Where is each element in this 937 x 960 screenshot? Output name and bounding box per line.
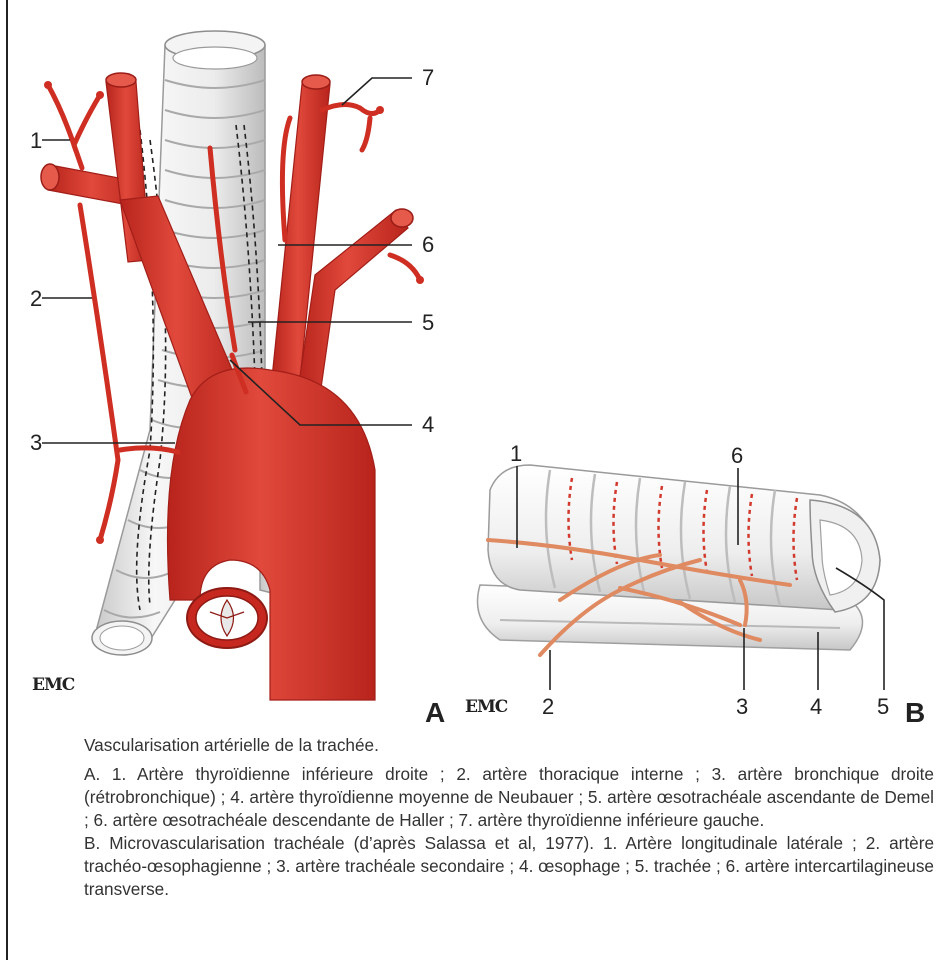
panel-b: 1 6 2 3 4 5 EMC B xyxy=(465,441,925,728)
label-b-4: 4 xyxy=(810,694,822,719)
trachea-vascularisation-figure: 1 2 3 4 5 6 7 EMC A xyxy=(0,0,937,730)
caption-title: Vascularisation artérielle de la trachée… xyxy=(84,734,934,757)
label-a-5: 5 xyxy=(422,310,434,335)
emc-logo-b: EMC xyxy=(465,697,508,717)
label-a-3: 3 xyxy=(30,430,42,455)
trachea-b xyxy=(488,465,880,612)
panel-a: 1 2 3 4 5 6 7 EMC A xyxy=(30,31,445,728)
label-b-3: 3 xyxy=(736,694,748,719)
label-a-2: 2 xyxy=(30,286,42,311)
panel-a-letter: A xyxy=(425,697,445,728)
label-a-4: 4 xyxy=(422,412,434,437)
figure-caption: Vascularisation artérielle de la trachée… xyxy=(84,734,934,901)
caption-panel-b: B. Microvascularisation trachéale (d’apr… xyxy=(84,832,934,901)
label-a-1: 1 xyxy=(30,128,42,153)
label-a-7: 7 xyxy=(422,65,434,90)
caption-panel-a: A. 1. Artère thyroïdienne inférieure dro… xyxy=(84,763,934,832)
panel-b-letter: B xyxy=(905,697,925,728)
label-b-6: 6 xyxy=(731,443,743,468)
label-b-1: 1 xyxy=(510,441,522,466)
label-b-5: 5 xyxy=(877,694,889,719)
label-a-6: 6 xyxy=(422,232,434,257)
emc-logo-a: EMC xyxy=(32,675,75,695)
label-b-2: 2 xyxy=(542,694,554,719)
